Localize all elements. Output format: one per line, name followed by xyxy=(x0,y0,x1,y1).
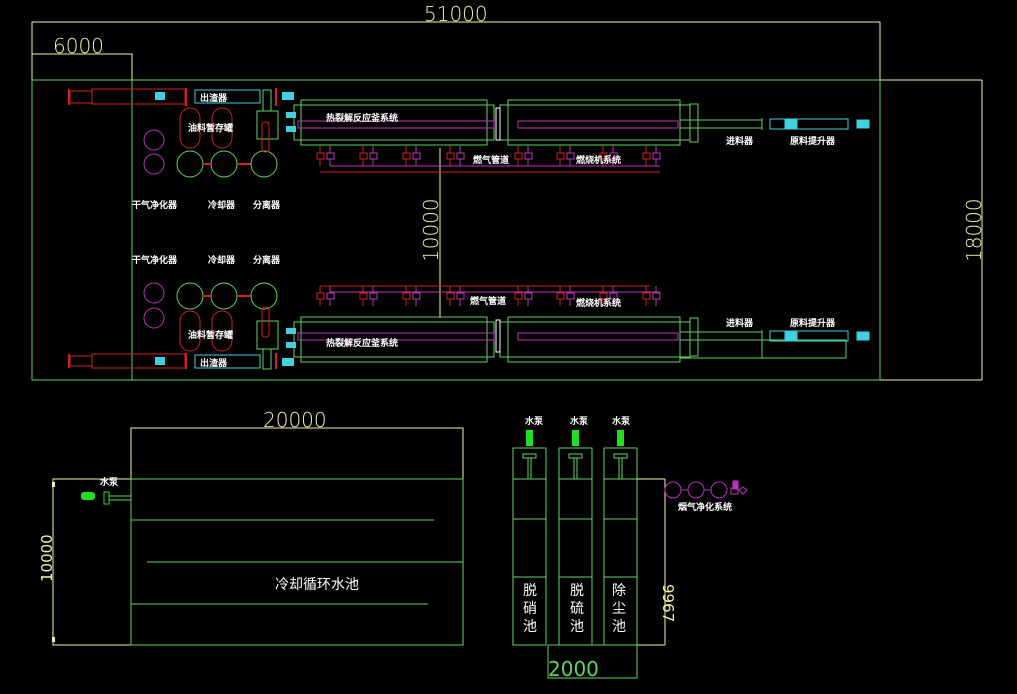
burner[interactable] xyxy=(402,286,421,306)
burner-label-2: 燃烧机系统 xyxy=(576,297,621,309)
tank-pump-label-2: 水泵 xyxy=(570,415,589,427)
burner[interactable] xyxy=(316,286,335,306)
cooling-pool-label: 冷却循环水池 xyxy=(275,577,359,593)
tank-label-2: 脱 硫 池 xyxy=(570,583,584,635)
dim-tank-width: 2000 xyxy=(548,657,599,681)
gas-pipe-label-1: 燃气管道 xyxy=(473,154,509,166)
tank-pump-label-1: 水泵 xyxy=(525,415,544,427)
svg-text:硫: 硫 xyxy=(570,601,584,617)
burner[interactable] xyxy=(514,146,533,166)
svg-text:池: 池 xyxy=(612,619,626,635)
feeder-2[interactable] xyxy=(679,330,847,359)
reactor-label-2: 热裂解反应釜系统 xyxy=(326,337,398,349)
production-line-2: 干气净化器 冷却器 分离器 油料暂存罐 xyxy=(68,254,870,370)
production-line-1: 出渣器 油料暂存罐 干气净化器 冷却器 分离器 xyxy=(68,88,870,211)
dim-total-height: 18000 xyxy=(962,198,986,262)
gas-purifier-1[interactable] xyxy=(143,129,165,175)
burner[interactable] xyxy=(402,146,421,166)
treatment-tank[interactable] xyxy=(512,430,547,646)
burner[interactable] xyxy=(316,146,335,166)
dim-pool-height: 10000 xyxy=(38,534,56,582)
svg-text:池: 池 xyxy=(570,619,584,635)
lifter-2[interactable] xyxy=(769,330,870,342)
oil-tank-label-1: 油料暂存罐 xyxy=(188,122,233,134)
burner-row-1[interactable] xyxy=(316,146,661,166)
burner[interactable] xyxy=(642,286,661,306)
separator-2[interactable] xyxy=(250,282,279,370)
lifter-label-2: 原料提升器 xyxy=(790,317,836,329)
dim-total-width: 51000 xyxy=(424,2,488,26)
flue-gas-label: 烟气净化系统 xyxy=(678,501,732,513)
burner[interactable] xyxy=(514,286,533,306)
dim-left-section: 6000 xyxy=(53,34,104,58)
feeder-1[interactable] xyxy=(679,118,763,130)
burner[interactable] xyxy=(599,146,618,166)
discharger-2[interactable] xyxy=(68,353,294,369)
gas-pipe-label-2: 燃气管道 xyxy=(470,295,506,307)
oil-tank-1[interactable] xyxy=(179,107,233,149)
discharger-label-2: 出渣器 xyxy=(200,357,228,369)
burner[interactable] xyxy=(642,146,661,166)
burner[interactable] xyxy=(446,286,465,306)
burner[interactable] xyxy=(556,146,575,166)
water-pump-icon xyxy=(613,430,628,479)
burner[interactable] xyxy=(556,286,575,306)
cooling-pool[interactable] xyxy=(52,427,464,646)
cooler-label-1: 冷却器 xyxy=(208,199,236,211)
dim-pool-width: 20000 xyxy=(263,408,327,432)
burner[interactable] xyxy=(359,286,378,306)
svg-text:除: 除 xyxy=(612,583,626,599)
discharger-label-1: 出渣器 xyxy=(200,92,228,104)
oil-tank-label-2: 油料暂存罐 xyxy=(188,329,233,341)
separator-label-1: 分离器 xyxy=(253,199,281,211)
gas-purifier-label-2: 干气净化器 xyxy=(132,254,178,266)
svg-text:池: 池 xyxy=(523,619,537,635)
separator-label-2: 分离器 xyxy=(253,254,281,266)
oil-tank-2[interactable] xyxy=(179,310,233,352)
burner[interactable] xyxy=(359,146,378,166)
water-pump-icon xyxy=(568,430,583,479)
tank-label-1: 脱 硝 池 xyxy=(523,583,537,635)
dim-line-spacing: 10000 xyxy=(419,198,443,262)
pool-pump-label: 水泵 xyxy=(100,476,119,488)
water-pump-icon xyxy=(522,430,537,479)
plant-boundary xyxy=(31,79,881,381)
feeder-label-2: 进料器 xyxy=(726,317,754,329)
svg-text:尘: 尘 xyxy=(612,601,626,617)
dim-tank-height: 9967 xyxy=(659,584,677,622)
flue-gas-system[interactable] xyxy=(664,480,748,499)
burner[interactable] xyxy=(599,286,618,306)
tank-pump-label-3: 水泵 xyxy=(612,415,631,427)
svg-text:脱: 脱 xyxy=(570,583,584,599)
reactor-1[interactable] xyxy=(293,99,699,147)
gas-purifier-label-1: 干气净化器 xyxy=(132,199,178,211)
separator-1[interactable] xyxy=(250,89,279,178)
cooler-label-2: 冷却器 xyxy=(208,254,236,266)
svg-text:硝: 硝 xyxy=(523,601,537,617)
feeder-label-1: 进料器 xyxy=(726,135,754,147)
svg-text:脱: 脱 xyxy=(523,583,537,599)
reactor-label-1: 热裂解反应釜系统 xyxy=(326,112,398,124)
gas-purifier-2[interactable] xyxy=(143,282,165,329)
lifter-1[interactable] xyxy=(769,118,870,130)
burner[interactable] xyxy=(446,146,465,166)
tank-label-3: 除 尘 池 xyxy=(612,583,626,635)
discharger-1[interactable] xyxy=(68,88,294,106)
lifter-label-1: 原料提升器 xyxy=(790,135,836,147)
burner-label-1: 燃烧机系统 xyxy=(576,154,621,166)
